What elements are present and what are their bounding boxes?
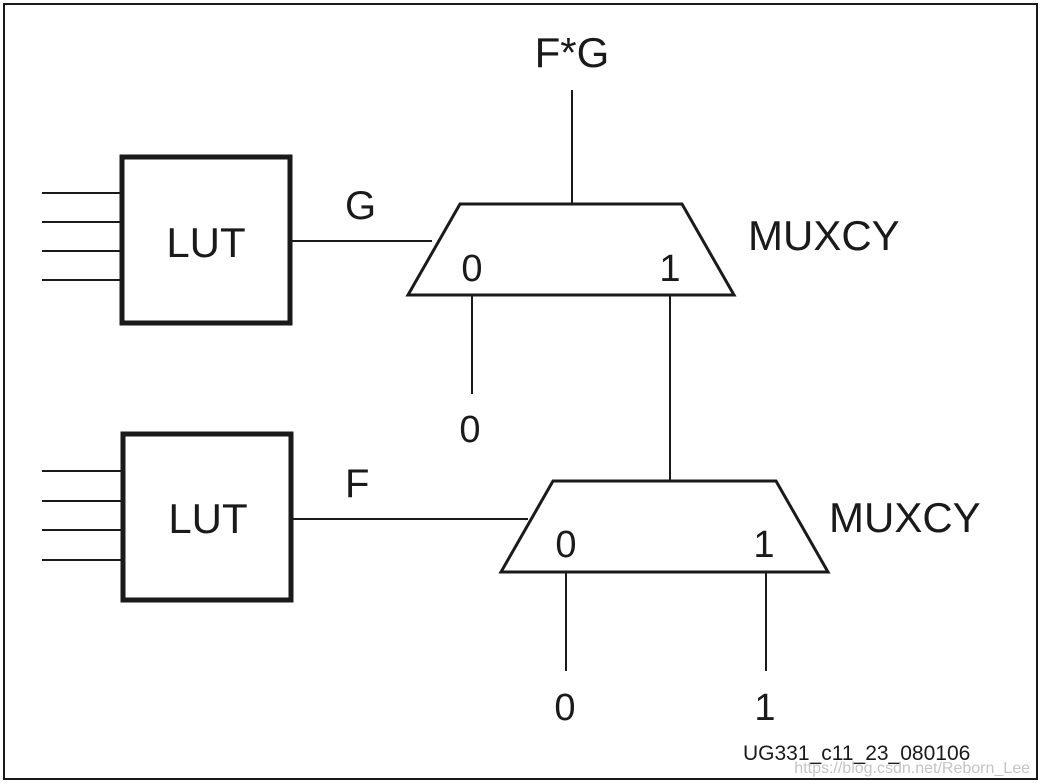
- top-muxcy-input1-label: 1: [659, 248, 680, 290]
- bottom-lut-box: [120, 431, 294, 603]
- bottom-mux-select-value: 0: [554, 687, 575, 729]
- bottom-mux-carry-in-value: 1: [754, 687, 775, 729]
- bottom-muxcy: 0 1 MUXCY: [498, 479, 981, 574]
- bottom-muxcy-input0-label: 0: [555, 524, 576, 566]
- top-lut-box: [119, 154, 293, 326]
- outer-frame: [3, 3, 1038, 780]
- f-signal-label: F: [345, 462, 369, 506]
- bottom-muxcy-input1-label: 1: [753, 524, 774, 566]
- top-muxcy-label: MUXCY: [748, 212, 900, 259]
- top-mux-select-value: 0: [459, 409, 480, 451]
- top-muxcy-input0-label: 0: [461, 248, 482, 290]
- top-lut: LUT: [42, 154, 293, 326]
- bottom-muxcy-body: [498, 479, 831, 574]
- top-muxcy: 0 1 MUXCY: [405, 202, 900, 297]
- bottom-muxcy-label: MUXCY: [829, 494, 981, 541]
- bottom-lut-label: LUT: [168, 495, 247, 542]
- bottom-lut: LUT: [42, 431, 294, 603]
- figure-id: UG331_c11_23_080106: [743, 742, 970, 765]
- top-muxcy-body: [405, 202, 737, 297]
- top-lut-label: LUT: [166, 219, 245, 266]
- watermark: https://blog.csdn.net/Reborn_Lee: [794, 760, 1030, 777]
- g-signal-label: G: [345, 184, 376, 228]
- output-label: F*G: [535, 29, 610, 76]
